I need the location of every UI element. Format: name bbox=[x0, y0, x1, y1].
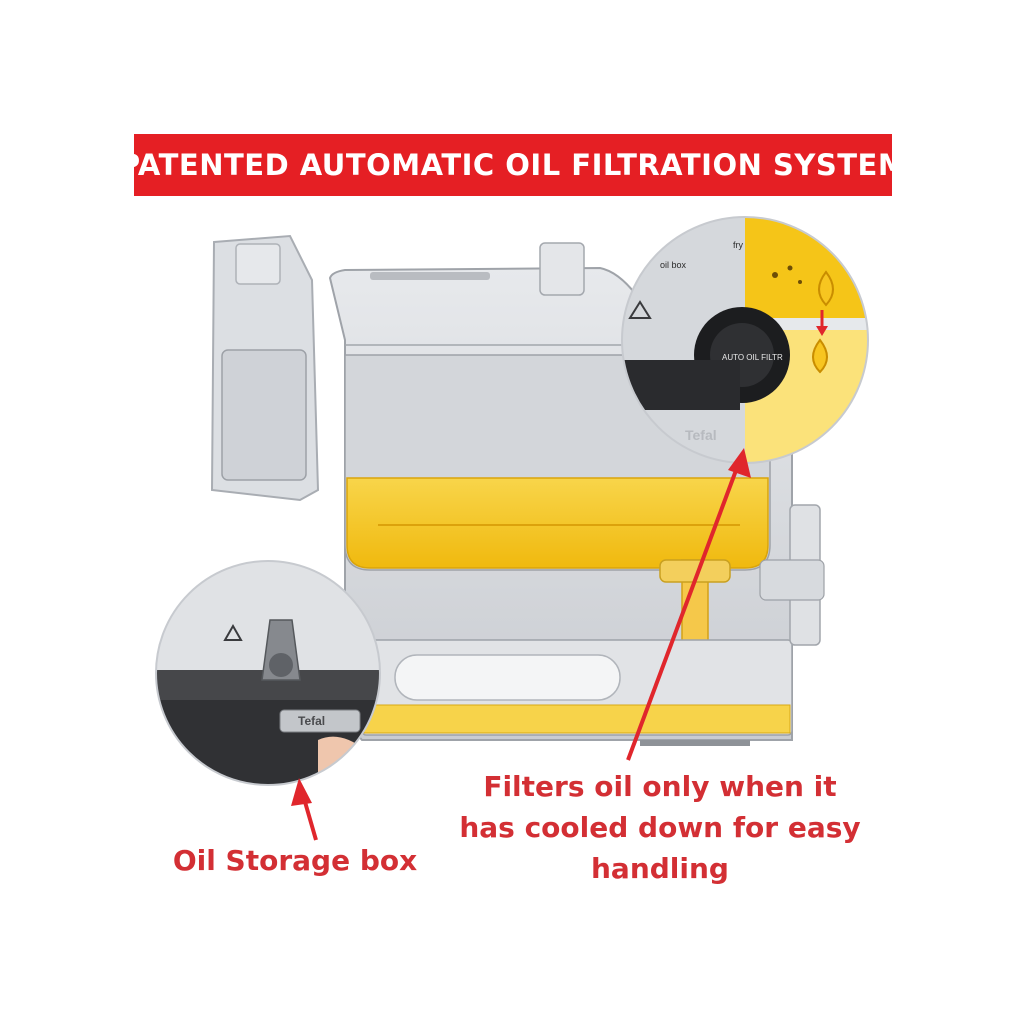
oil-in-bowl bbox=[346, 477, 769, 569]
callout-filter-line-1: Filters oil only when it bbox=[483, 770, 837, 803]
filtration-zoom-circle: oil box fry AUTO OIL FILTR Tefal bbox=[621, 216, 869, 464]
brand-mark-lower: Tefal bbox=[298, 714, 325, 728]
callout-filter-line-3: handling bbox=[591, 852, 729, 885]
callout-filter-line-2: has cooled down for easy bbox=[459, 811, 861, 844]
storage-arrow bbox=[291, 778, 318, 841]
left-lid-column bbox=[210, 234, 320, 502]
dial-label-fry: fry bbox=[733, 240, 743, 250]
filter-arrow-head bbox=[728, 448, 751, 478]
dial-label-auto: AUTO OIL FILTR bbox=[722, 353, 783, 362]
storage-arrow-head bbox=[291, 778, 312, 806]
filter-arrow bbox=[626, 448, 751, 761]
title-banner: PATENTED AUTOMATIC OIL FILTRATION SYSTEM bbox=[119, 134, 907, 196]
callout-filter-description: Filters oil only when it has cooled down… bbox=[440, 766, 880, 889]
oil-storage-box-cutaway bbox=[361, 639, 793, 746]
right-side-fitting bbox=[759, 504, 825, 646]
brand-mark-upper: Tefal bbox=[685, 427, 717, 443]
banner-title: PATENTED AUTOMATIC OIL FILTRATION SYSTEM bbox=[118, 148, 908, 182]
dial-label-oil-box: oil box bbox=[660, 260, 687, 270]
callout-oil-storage-box: Oil Storage box bbox=[172, 844, 418, 877]
